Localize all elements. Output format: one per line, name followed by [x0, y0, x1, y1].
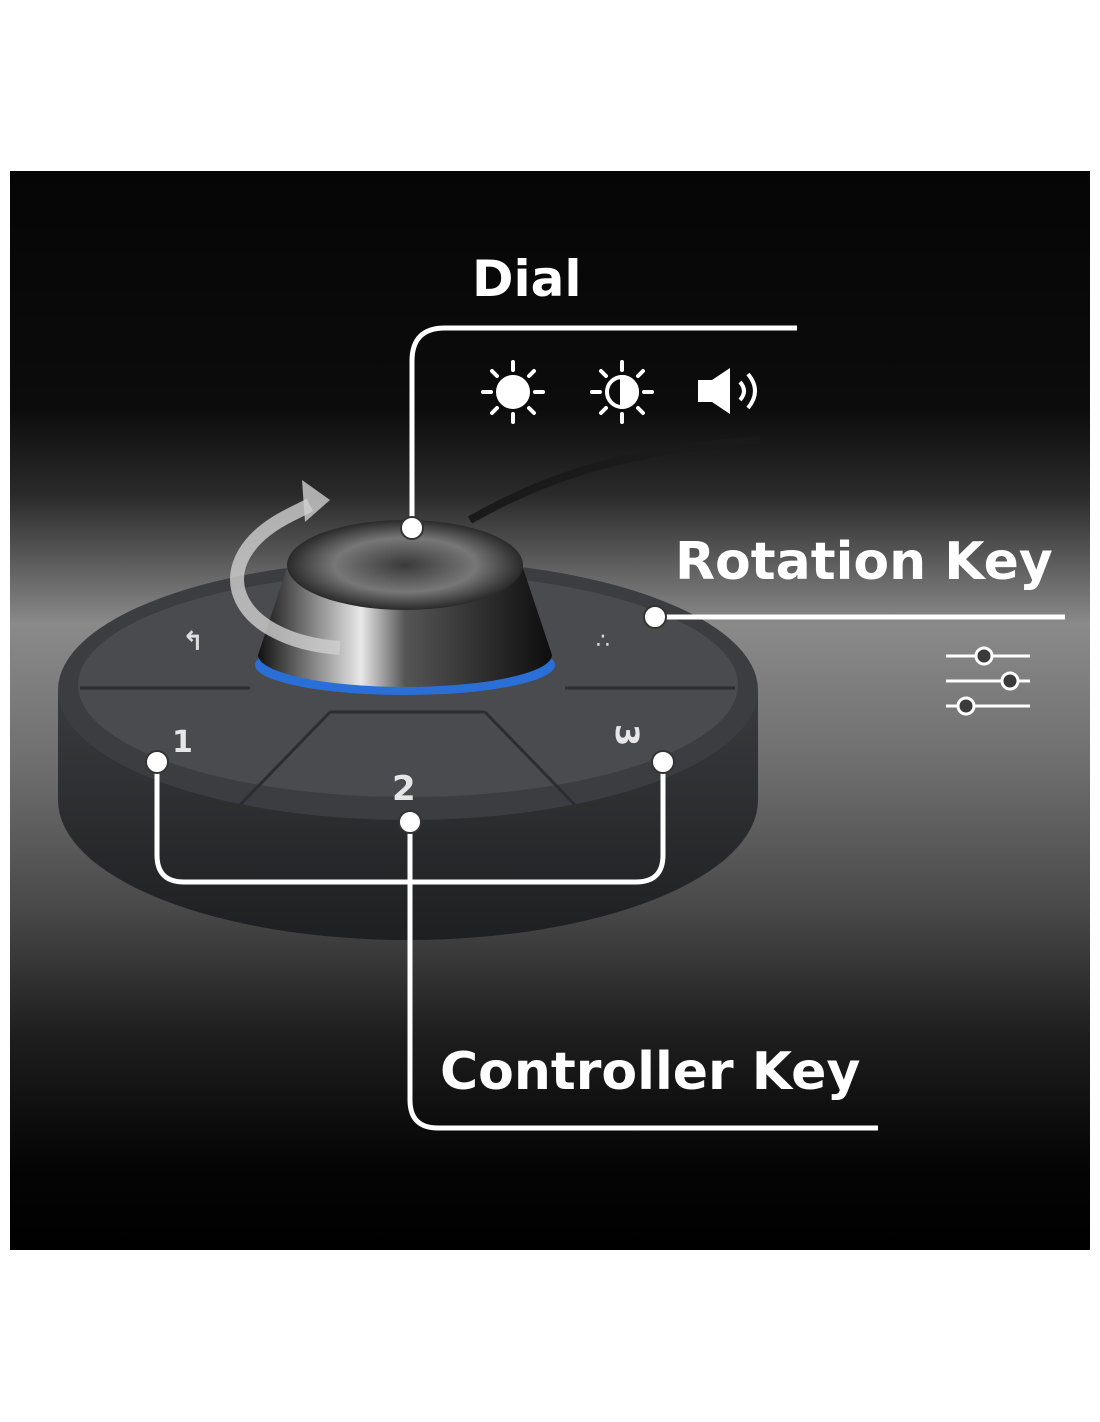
key-2[interactable]: 2 — [392, 769, 416, 809]
contrast-icon — [590, 360, 654, 424]
key-back[interactable]: ↰ — [182, 627, 204, 657]
sliders-icon — [946, 646, 1030, 716]
callout-lines — [154, 325, 1065, 1131]
rotation-key-label: Rotation Key — [675, 532, 1053, 592]
volume-icon — [698, 368, 757, 414]
dial-label: Dial — [472, 250, 582, 308]
controller-key-label: Controller Key — [440, 1042, 861, 1102]
key-3[interactable]: 3 — [608, 724, 646, 746]
rotation-arrow-icon — [230, 498, 341, 655]
callout-dots — [145, 516, 675, 834]
key-more[interactable]: ∴ — [596, 629, 610, 654]
key-1[interactable]: 1 — [172, 725, 193, 760]
dial-knob[interactable] — [287, 520, 523, 610]
brightness-icon — [481, 360, 545, 424]
cable — [468, 436, 761, 524]
